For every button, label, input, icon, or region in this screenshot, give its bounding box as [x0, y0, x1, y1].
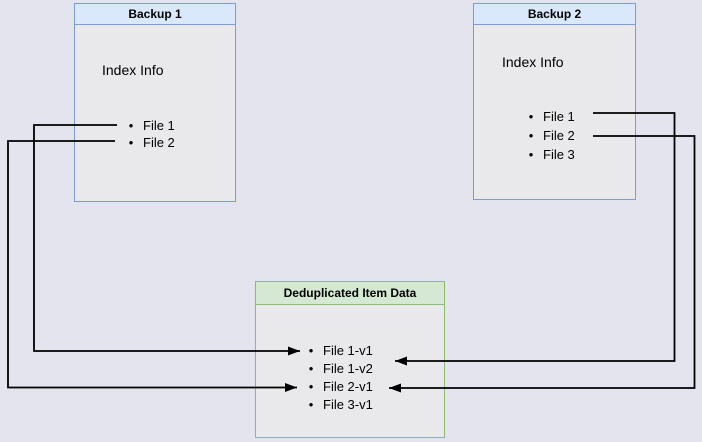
- backup1-index-info-label: Index Info: [102, 62, 164, 78]
- bullet-icon: •: [308, 378, 314, 394]
- list-item-label: File 1-v1: [323, 342, 373, 358]
- list-item: • File 3: [525, 145, 575, 164]
- bullet-icon: •: [308, 396, 314, 412]
- backup1-box: Backup 1 Index Info • File 1 • File 2: [74, 3, 236, 202]
- list-item-label: File 1: [543, 109, 575, 124]
- dedup-file-list: • File 1-v1 • File 1-v2 • File 2-v1 • Fi…: [305, 341, 373, 413]
- bullet-icon: •: [528, 147, 534, 162]
- deduplicated-item-data-box: Deduplicated Item Data • File 1-v1 • Fil…: [255, 281, 445, 438]
- backup1-file-list: • File 1 • File 2: [125, 117, 175, 151]
- list-item-label: File 3: [543, 147, 575, 162]
- list-item: • File 1-v1: [305, 341, 373, 359]
- list-item: • File 2: [125, 134, 175, 151]
- list-item: • File 1: [525, 107, 575, 126]
- list-item: • File 3-v1: [305, 395, 373, 413]
- list-item: • File 1-v2: [305, 359, 373, 377]
- bullet-icon: •: [128, 135, 134, 150]
- list-item-label: File 1: [143, 118, 175, 133]
- backup2-box: Backup 2 Index Info • File 1 • File 2 • …: [473, 3, 636, 200]
- backup2-file-list: • File 1 • File 2 • File 3: [525, 107, 575, 164]
- backup1-title: Backup 1: [75, 4, 235, 25]
- list-item-label: File 2-v1: [323, 378, 373, 394]
- bullet-icon: •: [308, 342, 314, 358]
- list-item: • File 1: [125, 117, 175, 134]
- bullet-icon: •: [128, 118, 134, 133]
- list-item: • File 2: [525, 126, 575, 145]
- list-item-label: File 2: [543, 128, 575, 143]
- backup2-title: Backup 2: [474, 4, 635, 25]
- bullet-icon: •: [528, 109, 534, 124]
- dedup-title: Deduplicated Item Data: [256, 282, 444, 305]
- list-item-label: File 3-v1: [323, 396, 373, 412]
- list-item-label: File 1-v2: [323, 360, 373, 376]
- bullet-icon: •: [528, 128, 534, 143]
- backup2-index-info-label: Index Info: [502, 54, 564, 70]
- list-item-label: File 2: [143, 135, 175, 150]
- list-item: • File 2-v1: [305, 377, 373, 395]
- bullet-icon: •: [308, 360, 314, 376]
